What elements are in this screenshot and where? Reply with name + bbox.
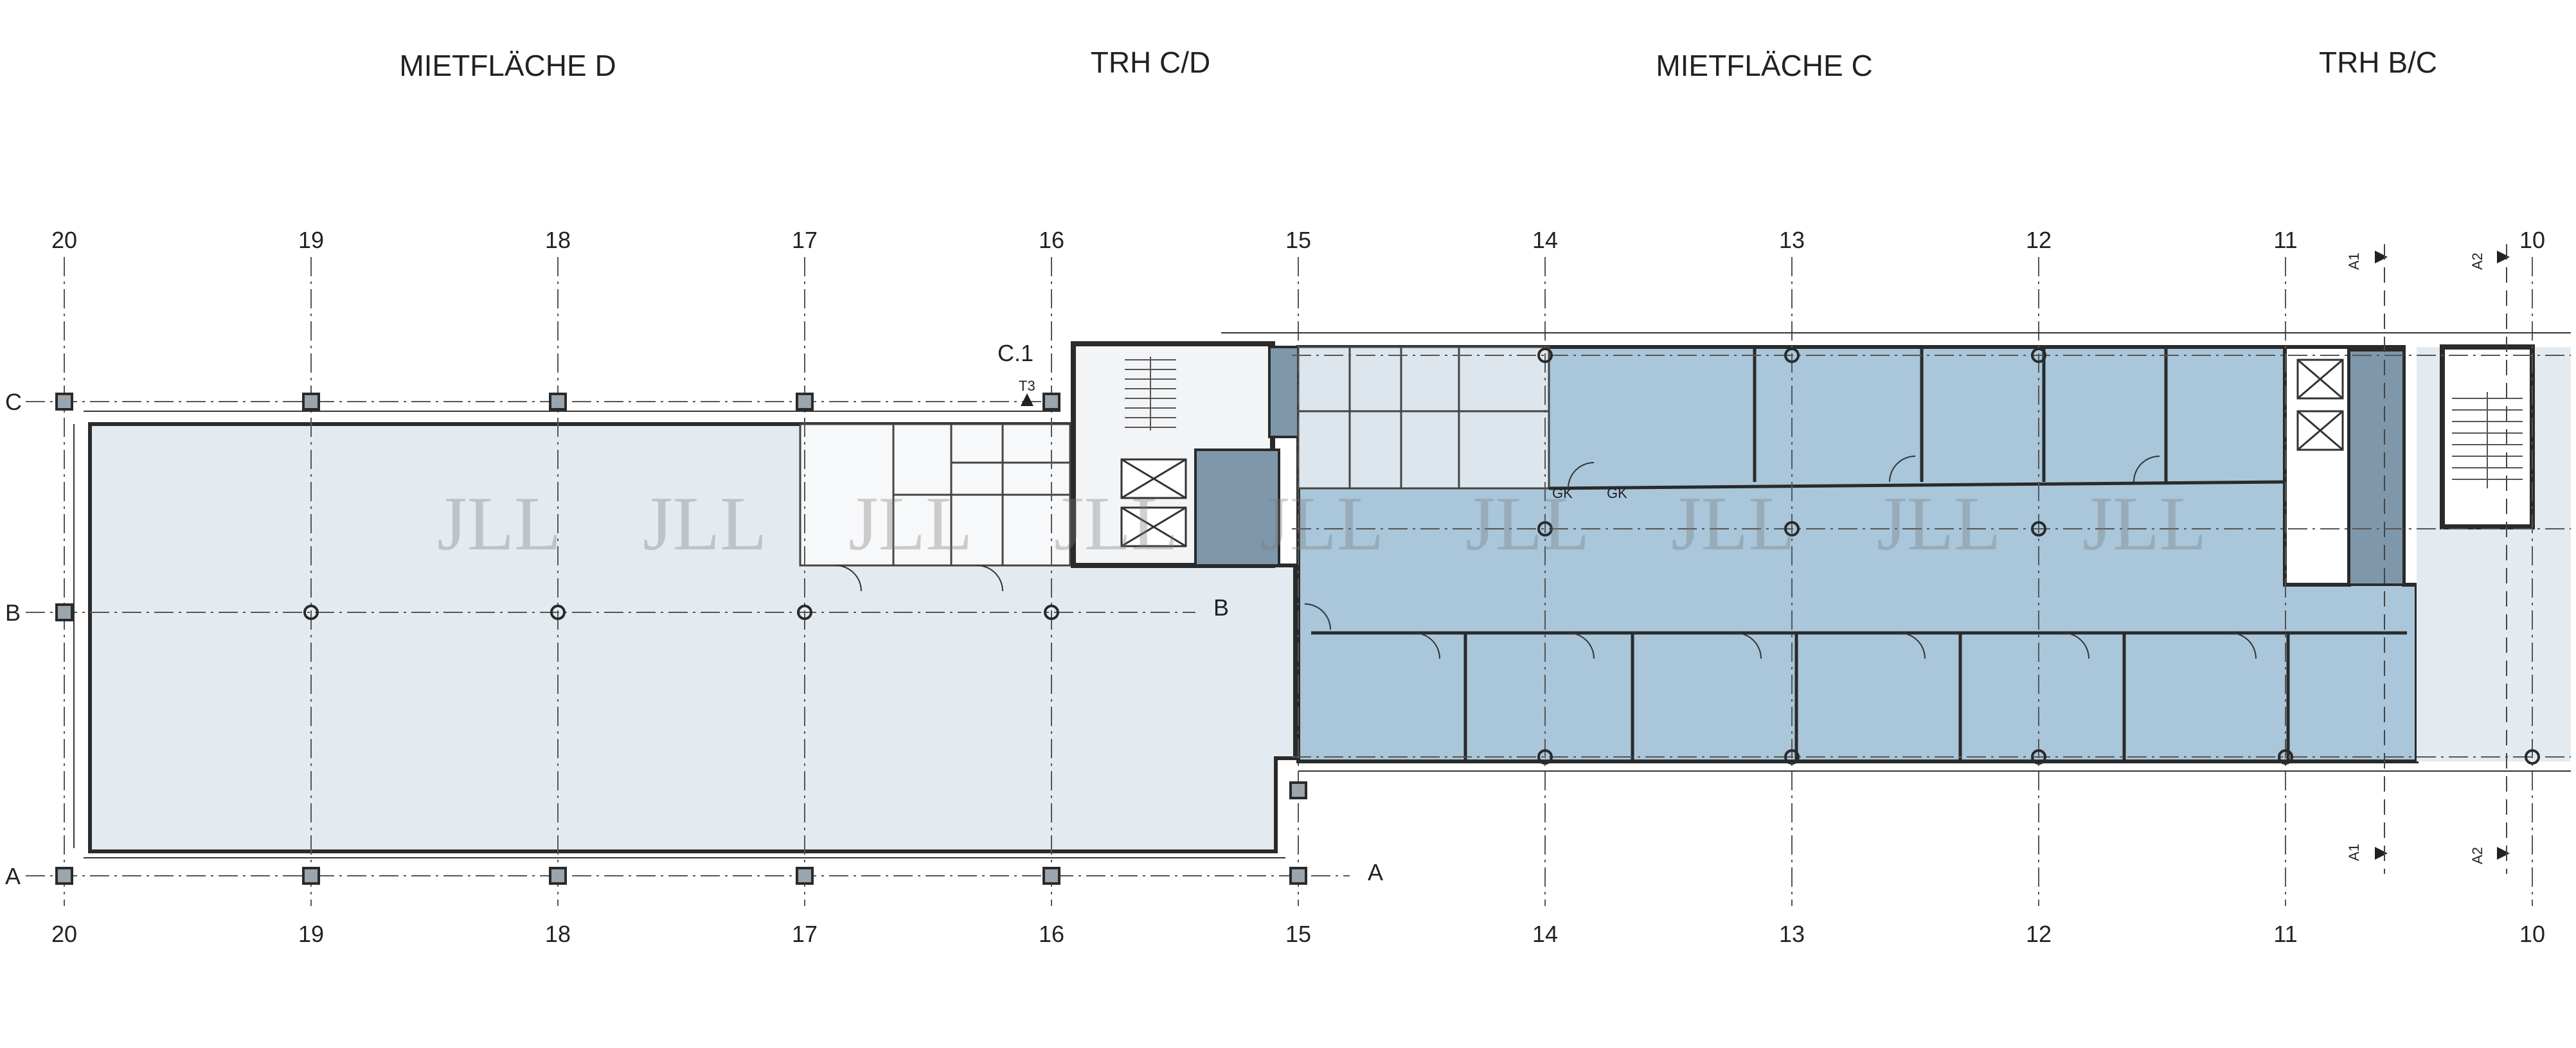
- axis-bottom-20: 20: [51, 921, 77, 947]
- svg-text:JLL: JLL: [1877, 481, 2001, 566]
- axis-top-11: 11: [2273, 227, 2297, 253]
- axis-bottom-18: 18: [545, 921, 571, 947]
- svg-text:JLL: JLL: [643, 481, 767, 566]
- axis-top-18: 18: [545, 227, 571, 253]
- section-arrow-a1-top: [2375, 251, 2388, 263]
- axis-top-13: 13: [1779, 227, 1805, 253]
- svg-text:JLL: JLL: [437, 481, 561, 566]
- axis-top-14: 14: [1532, 227, 1558, 253]
- svg-text:JLL: JLL: [848, 481, 972, 566]
- shaft-cd: [1194, 449, 1280, 567]
- round-columns: [303, 348, 2540, 765]
- axis-top-15: 15: [1285, 227, 1311, 253]
- axis-top-10: 10: [2519, 227, 2545, 253]
- axis-bottom-12: 12: [2026, 921, 2052, 947]
- columns: [55, 393, 1307, 885]
- sanitary-partitions: [892, 347, 1549, 565]
- axis-bottom-16: 16: [1039, 921, 1064, 947]
- axis-bottom-11: 11: [2273, 921, 2297, 947]
- axis-bottom-10: 10: [2519, 921, 2545, 947]
- zone-label-mietflaeche-c: MIETFLÄCHE C: [1656, 49, 1872, 82]
- axis-labels-bottom: 20 19 18 17 16 15 14 13 12 11 10: [51, 921, 2545, 947]
- stair-treads-cd: [1125, 357, 1176, 431]
- row-label-c: C: [5, 389, 22, 415]
- stair-treads-bc: [2452, 392, 2523, 488]
- section-mark-a2-top: A2: [2469, 253, 2485, 270]
- axis-bottom-13: 13: [1779, 921, 1805, 947]
- watermark: JLL JLL JLL JLL JLL JLL JLL JLL JLL: [437, 481, 2206, 566]
- zone-label-mietflaeche-d: MIETFLÄCHE D: [399, 49, 616, 82]
- office-partitions: [1311, 347, 2407, 761]
- zone-label-trh-cd: TRH C/D: [1091, 46, 1211, 79]
- sanitary-block-c: [1297, 346, 1550, 490]
- zone-label-trh-bc: TRH B/C: [2319, 46, 2437, 79]
- axis-top-19: 19: [298, 227, 324, 253]
- svg-text:JLL: JLL: [2082, 481, 2206, 566]
- section-mark-a1-bottom: A1: [2346, 844, 2362, 861]
- annotation-gk-1: GK: [1552, 485, 1573, 501]
- facade-dimension-lines: [73, 332, 2571, 858]
- row-label-a: A: [5, 863, 21, 889]
- axis-bottom-14: 14: [1532, 921, 1558, 947]
- axis-top-17: 17: [792, 227, 818, 253]
- section-arrow-a2-top: [2497, 251, 2510, 263]
- section-mark-a2-bottom: A2: [2469, 847, 2485, 864]
- axis-labels-top: 20 19 18 17 16 15 14 13 12 11 10: [51, 227, 2545, 253]
- section-arrow-a2-bottom: [2497, 847, 2510, 860]
- section-markers: A1 A2 A1 A2: [2346, 244, 2510, 874]
- axis-bottom-15: 15: [1285, 921, 1311, 947]
- grid-lines: [26, 257, 2571, 906]
- shaft-bc: [2348, 349, 2405, 586]
- lift-cars: [1120, 359, 2344, 547]
- door-swings: [835, 456, 2257, 659]
- annotation-gk-2: GK: [1607, 485, 1627, 501]
- axis-top-12: 12: [2026, 227, 2052, 253]
- section-mark-a1-top: A1: [2346, 253, 2362, 270]
- row-label-a-right: A: [1368, 859, 1383, 885]
- section-arrow-a1-bottom: [2375, 847, 2388, 860]
- shaft-cd-2: [1268, 346, 1300, 438]
- axis-top-16: 16: [1039, 227, 1064, 253]
- axis-top-20: 20: [51, 227, 77, 253]
- axis-bottom-17: 17: [792, 921, 818, 947]
- row-label-b-right: B: [1213, 594, 1229, 621]
- annotation-t3: T3: [1019, 378, 1035, 394]
- row-label-b: B: [5, 599, 21, 626]
- row-labels: C C.1 B B A A: [5, 340, 1383, 889]
- svg-text:JLL: JLL: [1465, 481, 1589, 566]
- svg-text:JLL: JLL: [1260, 481, 1384, 566]
- row-label-c1: C.1: [997, 340, 1033, 366]
- t3-marker-icon: [1021, 393, 1033, 406]
- svg-text:JLL: JLL: [1671, 481, 1795, 566]
- axis-bottom-19: 19: [298, 921, 324, 947]
- svg-text:JLL: JLL: [1054, 481, 1178, 566]
